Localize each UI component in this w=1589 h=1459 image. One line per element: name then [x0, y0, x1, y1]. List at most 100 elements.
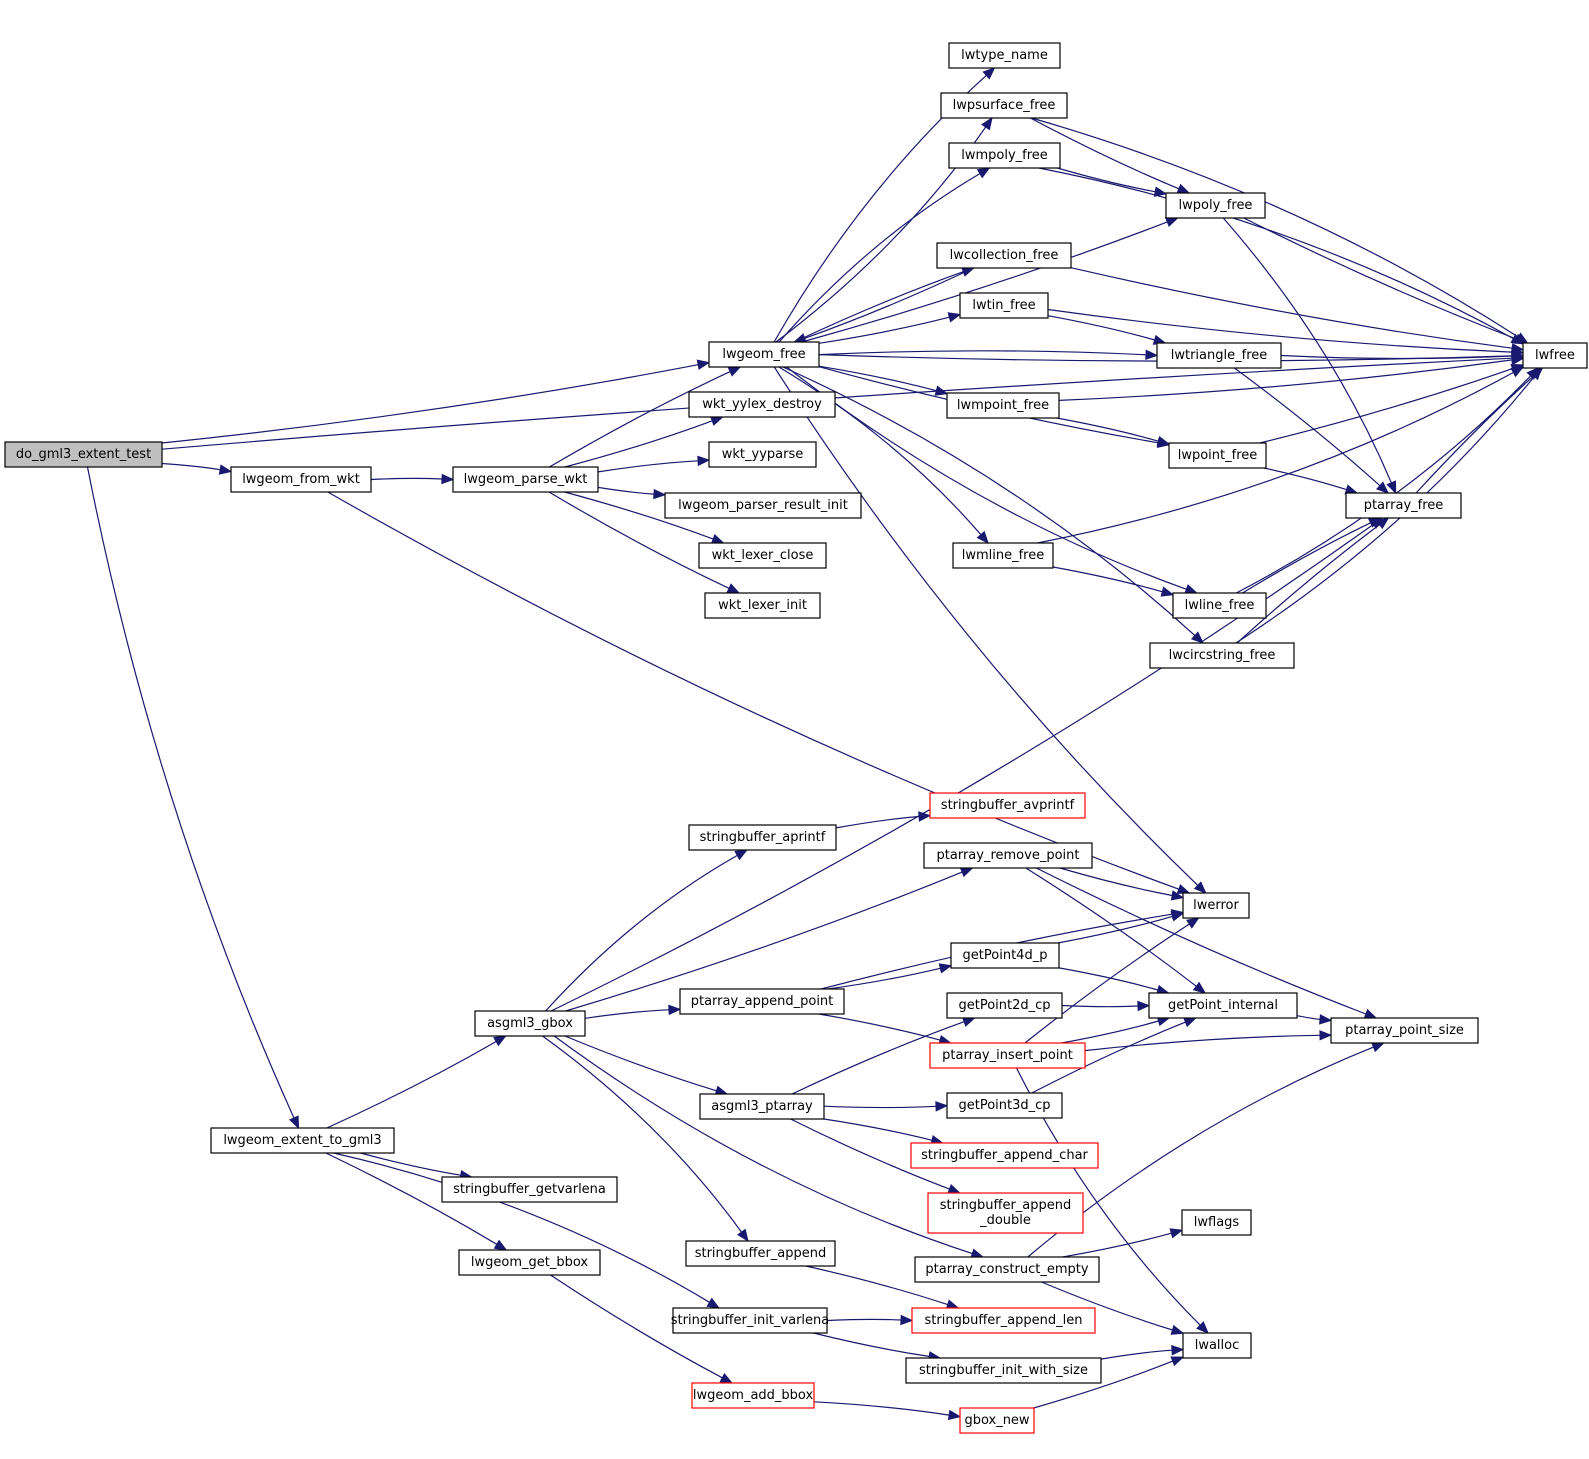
- node-label: wkt_yylex_destroy: [702, 397, 822, 412]
- edge-lwgeom_parse_wkt-to-wkt_lexer_close: [564, 491, 714, 540]
- node-label: lwpoint_free: [1178, 448, 1258, 463]
- arrowhead-icon: [493, 1239, 508, 1251]
- node-getPoint-internal[interactable]: getPoint_internal: [1148, 992, 1298, 1019]
- node-lwalloc[interactable]: lwalloc: [1182, 1332, 1252, 1359]
- node-stringbuffer-init-varlena[interactable]: stringbuffer_init_varlena: [671, 1307, 830, 1334]
- edge-lwtin_free-to-lwtriangle_free: [1047, 315, 1155, 341]
- arrowhead-icon: [1184, 584, 1199, 595]
- node-lwgeom-parse-wkt[interactable]: lwgeom_parse_wkt: [452, 466, 599, 493]
- node-box: [1156, 342, 1282, 369]
- arrowhead-icon: [1319, 1030, 1333, 1041]
- node-ptarray-remove-point[interactable]: ptarray_remove_point: [923, 842, 1093, 869]
- node-lwerror[interactable]: lwerror: [1182, 892, 1250, 919]
- node-do-gml3-extent-test[interactable]: do_gml3_extent_test: [4, 441, 163, 468]
- node-wkt-yylex-destroy[interactable]: wkt_yylex_destroy: [688, 391, 836, 418]
- node-lwgeom-get-bbox[interactable]: lwgeom_get_bbox: [458, 1249, 601, 1276]
- node-lwpoly-free[interactable]: lwpoly_free: [1165, 192, 1266, 219]
- node-lwgeom-free[interactable]: lwgeom_free: [708, 341, 820, 368]
- node-lwmline-free[interactable]: lwmline_free: [952, 542, 1054, 569]
- node-lwmpoly-free[interactable]: lwmpoly_free: [948, 142, 1061, 169]
- node-box: [948, 42, 1061, 69]
- arrowhead-icon: [710, 534, 725, 544]
- node-wkt-yyparse[interactable]: wkt_yyparse: [708, 441, 817, 468]
- node-ptarray-construct-empty[interactable]: ptarray_construct_empty: [914, 1256, 1100, 1283]
- node-stringbuffer-getvarlena[interactable]: stringbuffer_getvarlena: [441, 1176, 618, 1203]
- edge-stringbuffer_aprintf-to-stringbuffer_avprintf: [835, 815, 920, 829]
- node-ptarray-point-size[interactable]: ptarray_point_size: [1330, 1017, 1479, 1044]
- edge-lwpsurface_free-to-lwfree: [1031, 117, 1519, 338]
- node-box: [1330, 1017, 1479, 1044]
- edge-lwgeom_get_bbox-to-lwgeom_add_bbox: [550, 1274, 723, 1379]
- node-gbox-new[interactable]: gbox_new: [959, 1407, 1035, 1434]
- node-label: stringbuffer_getvarlena: [453, 1182, 606, 1197]
- node-ptarray-free[interactable]: ptarray_free: [1345, 492, 1462, 519]
- node-box: [914, 1256, 1100, 1283]
- node-lwtriangle-free[interactable]: lwtriangle_free: [1156, 342, 1282, 369]
- arrowhead-icon: [726, 583, 741, 594]
- node-getPoint4d-p[interactable]: getPoint4d_p: [950, 942, 1060, 969]
- node-box: [959, 1407, 1035, 1434]
- node-label: lwmpoint_free: [957, 398, 1049, 413]
- arrowhead-icon: [935, 1101, 949, 1112]
- node-lwcircstring-free[interactable]: lwcircstring_free: [1149, 642, 1295, 669]
- node-stringbuffer-append-char[interactable]: stringbuffer_append_char: [910, 1142, 1099, 1169]
- node-box: [699, 1093, 825, 1120]
- edge-lwtriangle_free-to-lwfree: [1280, 354, 1513, 360]
- node-lwpsurface-free[interactable]: lwpsurface_free: [940, 92, 1068, 119]
- node-getPoint2d-cp[interactable]: getPoint2d_cp: [946, 992, 1063, 1019]
- node-stringbuffer-append[interactable]: stringbuffer_append: [685, 1240, 836, 1267]
- arrowhead-icon: [1145, 349, 1159, 361]
- node-stringbuffer-append-double[interactable]: stringbuffer_append_double: [927, 1192, 1084, 1234]
- edge-stringbuffer_init_with_size-to-lwalloc: [1100, 1349, 1173, 1360]
- arrowhead-icon: [1196, 1321, 1209, 1334]
- node-box: [1345, 492, 1462, 519]
- node-ptarray-insert-point[interactable]: ptarray_insert_point: [929, 1042, 1086, 1069]
- node-label: lwfree: [1535, 348, 1575, 363]
- arrowhead-icon: [653, 488, 667, 500]
- node-getPoint3d-cp[interactable]: getPoint3d_cp: [946, 1092, 1063, 1119]
- node-stringbuffer-avprintf[interactable]: stringbuffer_avprintf: [929, 792, 1086, 819]
- edge-lwpoly_free-to-lwfree: [1243, 217, 1517, 340]
- node-lwflags[interactable]: lwflags: [1181, 1209, 1252, 1236]
- node-ptarray-append-point[interactable]: ptarray_append_point: [679, 988, 845, 1015]
- node-lwgeom-extent-to-gml3[interactable]: lwgeom_extent_to_gml3: [210, 1127, 395, 1154]
- node-lwpoint-free[interactable]: lwpoint_free: [1168, 442, 1267, 469]
- edge-getPoint4d_p-to-lwerror: [1057, 915, 1173, 944]
- edge-lwline_free-to-ptarray_free: [1242, 522, 1371, 594]
- node-box: [946, 1092, 1063, 1119]
- edge-stringbuffer_append-to-stringbuffer_append_len: [805, 1265, 948, 1306]
- node-lwcollection-free[interactable]: lwcollection_free: [936, 242, 1072, 269]
- edge-ptarray_free-to-lwfree: [1415, 374, 1535, 494]
- node-lwgeom-from-wkt[interactable]: lwgeom_from_wkt: [230, 466, 372, 493]
- node-box: [952, 542, 1054, 569]
- arrowhead-icon: [1193, 881, 1207, 894]
- edge-lwgeom_free-to-lwtriangle_free: [818, 350, 1147, 356]
- node-lwfree[interactable]: lwfree: [1522, 342, 1588, 369]
- node-lwtin-free[interactable]: lwtin_free: [959, 292, 1049, 319]
- node-label: lwerror: [1193, 898, 1239, 913]
- arrowhead-icon: [1514, 333, 1528, 344]
- edge-getPoint2d_cp-to-getPoint_internal: [1061, 1004, 1139, 1008]
- node-label: lwpoly_free: [1179, 198, 1253, 213]
- node-lwgeom-add-bbox[interactable]: lwgeom_add_bbox: [691, 1382, 815, 1409]
- node-lwgeom-parser-result-init[interactable]: lwgeom_parser_result_init: [664, 492, 862, 519]
- node-stringbuffer-append-len[interactable]: stringbuffer_append_len: [911, 1307, 1096, 1334]
- arrowhead-icon: [734, 849, 749, 861]
- node-wkt-lexer-init[interactable]: wkt_lexer_init: [704, 592, 821, 619]
- node-asgml3-gbox[interactable]: asgml3_gbox: [474, 1010, 586, 1037]
- node-lwline-free[interactable]: lwline_free: [1172, 592, 1267, 619]
- edge-ptarray_remove_point-to-ptarray_point_size: [1036, 867, 1367, 1015]
- node-stringbuffer-aprintf[interactable]: stringbuffer_aprintf: [688, 824, 837, 851]
- node-wkt-lexer-close[interactable]: wkt_lexer_close: [698, 542, 827, 569]
- arrowhead-icon: [493, 1035, 507, 1047]
- node-asgml3-ptarray[interactable]: asgml3_ptarray: [699, 1093, 825, 1120]
- edge-lwmline_free-to-lwfree: [1037, 371, 1514, 544]
- node-stringbuffer-init-with-size[interactable]: stringbuffer_init_with_size: [905, 1357, 1102, 1384]
- node-box: [441, 1176, 618, 1203]
- node-lwtype-name[interactable]: lwtype_name: [948, 42, 1061, 69]
- node-label: lwgeom_parser_result_init: [678, 498, 848, 513]
- node-label: ptarray_remove_point: [937, 848, 1080, 863]
- node-box: [911, 1307, 1096, 1334]
- edge-asgml3_gbox-to-ptarray_remove_point: [565, 871, 963, 1012]
- node-lwmpoint-free[interactable]: lwmpoint_free: [946, 392, 1060, 419]
